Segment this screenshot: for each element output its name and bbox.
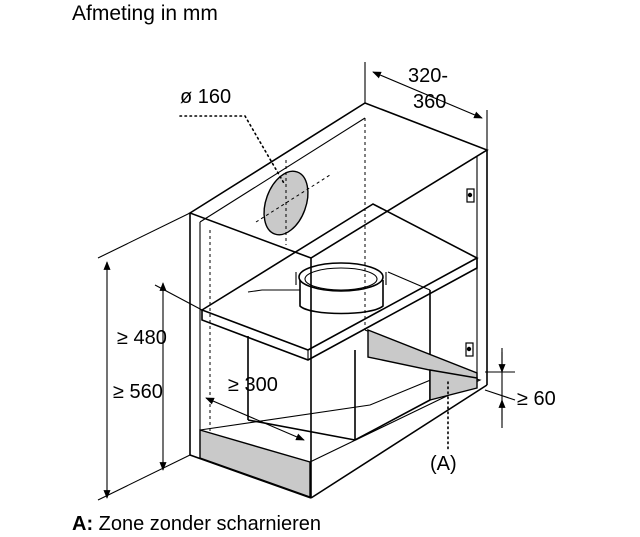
bottom-zone-front (199, 429, 311, 498)
clearance-label: ≥ 60 (517, 388, 556, 410)
inner-width-line (205, 397, 305, 441)
duct-connector (295, 262, 387, 315)
middle-shelf (200, 203, 479, 361)
diameter-leader (179, 115, 286, 186)
total-height-label: ≥ 560 (113, 381, 163, 403)
diagram-title: Afmeting in mm (72, 2, 218, 25)
legend: A: Zone zonder scharnieren (72, 513, 321, 535)
inner-width-label: ≥ 300 (228, 374, 278, 396)
cabinet-outline (188, 102, 489, 499)
zone-a-marker: (A) (430, 453, 457, 475)
diameter-label: ø 160 (180, 86, 231, 108)
hinge-icon (466, 188, 475, 203)
zone-a-strip (429, 369, 478, 401)
legend-key: A: (72, 513, 93, 535)
duct-opening (255, 160, 331, 245)
depth-label-2: 360 (413, 91, 446, 113)
zone-a-area (367, 328, 478, 381)
depth-dimension-line (372, 71, 483, 119)
inner-height-label: ≥ 480 (117, 327, 167, 349)
hinge-icon (465, 342, 474, 357)
legend-text: Zone zonder scharnieren (93, 513, 321, 535)
depth-label-1: 320- (408, 65, 448, 87)
